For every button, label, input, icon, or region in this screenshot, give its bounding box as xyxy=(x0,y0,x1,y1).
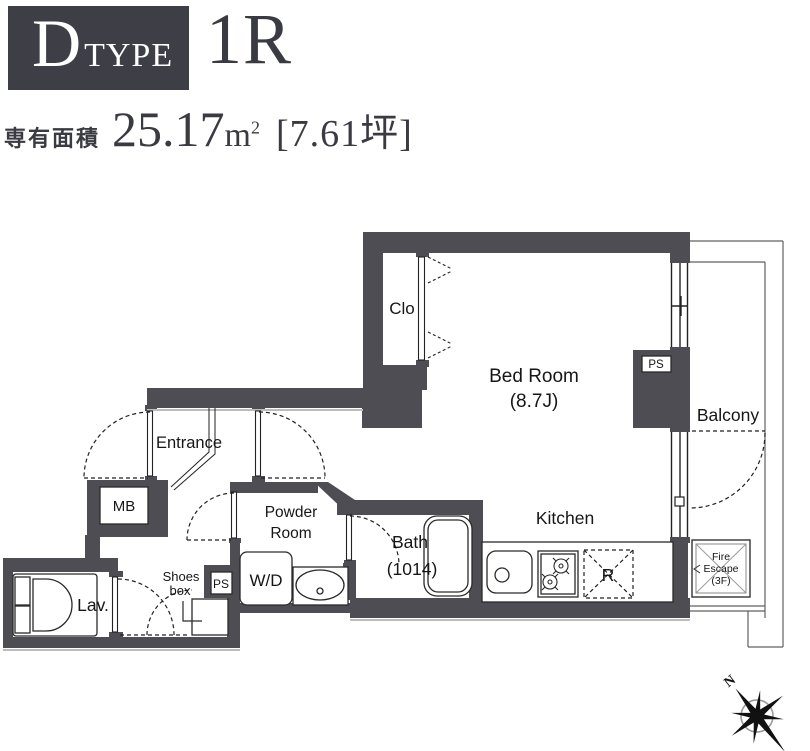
bath-door xyxy=(345,514,353,561)
hall-door-swing xyxy=(258,411,326,479)
ps-left-box xyxy=(210,571,233,595)
entry-step-line xyxy=(170,408,216,491)
label-bedroom-size: (8.7J) xyxy=(510,391,559,412)
area-unit: m2 xyxy=(224,117,260,154)
label-kitchen: Kitchen xyxy=(536,508,594,528)
label-shoes-2: box xyxy=(170,583,191,598)
kitchen-counter xyxy=(481,541,674,603)
kitchen-sink xyxy=(486,550,533,594)
powder-door-swing xyxy=(186,492,235,541)
entrance-door xyxy=(146,410,154,477)
vanity-drain xyxy=(316,587,324,595)
closet-door-marks xyxy=(427,256,453,359)
label-powder-2: Room xyxy=(270,525,311,542)
meter-box-recess xyxy=(99,486,149,525)
lavatory-door-swing xyxy=(117,578,193,636)
type-badge: D TYPE xyxy=(8,6,189,90)
door-leaves xyxy=(111,256,426,633)
vanity-sink xyxy=(295,569,345,601)
door-swings xyxy=(83,256,766,636)
label-bath: Bath xyxy=(392,532,428,552)
balcony-door xyxy=(670,432,689,537)
ps-right-box xyxy=(641,355,672,373)
powder-room-door xyxy=(230,491,238,539)
label-lavatory: Lav. xyxy=(77,595,109,615)
area-label: 専有面積 xyxy=(4,126,101,151)
label-bath-size: (1014) xyxy=(387,559,438,579)
hall-door xyxy=(254,410,262,477)
compass-north-label: N xyxy=(722,673,739,691)
shoes-box xyxy=(191,598,229,636)
refrigerator-space xyxy=(583,549,634,599)
kitchen-sink-drain xyxy=(494,567,510,583)
entrance-door-swing xyxy=(83,411,151,479)
area-value: 25.17 xyxy=(112,101,225,157)
label-ps-left: PS xyxy=(213,577,229,591)
label-fire-2: Escape xyxy=(703,563,738,575)
label-refrigerator: R xyxy=(602,565,615,585)
bathtub xyxy=(423,515,473,597)
shoes-box-handle xyxy=(182,601,202,622)
closet-door xyxy=(417,256,426,361)
bath-door-swing xyxy=(349,515,400,566)
label-closet: Clo xyxy=(389,299,415,318)
wall-shadow-lines xyxy=(3,409,690,651)
label-shoes-1: Shoes xyxy=(163,569,200,584)
type-word: TYPE xyxy=(84,37,174,74)
label-washer-dryer: W/D xyxy=(249,571,282,590)
type-letter: D xyxy=(32,5,82,81)
label-ps-right: PS xyxy=(648,359,664,371)
wall-insets xyxy=(99,355,672,636)
bedroom-window xyxy=(670,263,689,347)
unit-layout: 1R xyxy=(206,0,293,79)
label-balcony: Balcony xyxy=(697,405,760,425)
label-fire-3: (3F) xyxy=(711,575,730,587)
label-bedroom: Bed Room xyxy=(489,366,579,387)
area-row: 専有面積 25.17 m2 [7.61坪] xyxy=(4,102,413,162)
washer-dryer-box xyxy=(239,551,293,606)
label-fire-1: Fire xyxy=(712,551,730,563)
label-powder-1: Powder xyxy=(265,504,318,521)
compass-icon: N xyxy=(722,673,786,751)
fire-escape-hatch xyxy=(691,539,751,598)
room-labels: Clo Bed Room (8.7J) PS Balcony Entrance … xyxy=(77,299,759,615)
balcony-door-swing xyxy=(689,430,766,509)
toilet xyxy=(12,573,98,637)
label-entrance: Entrance xyxy=(156,434,222,452)
lavatory-door xyxy=(111,576,119,633)
area-tsubo: [7.61坪] xyxy=(275,113,413,155)
label-meter-box: MB xyxy=(113,498,136,515)
powder-room-fixtures xyxy=(239,551,349,606)
balcony-door-handle xyxy=(674,496,685,507)
stove-burner xyxy=(541,557,570,591)
